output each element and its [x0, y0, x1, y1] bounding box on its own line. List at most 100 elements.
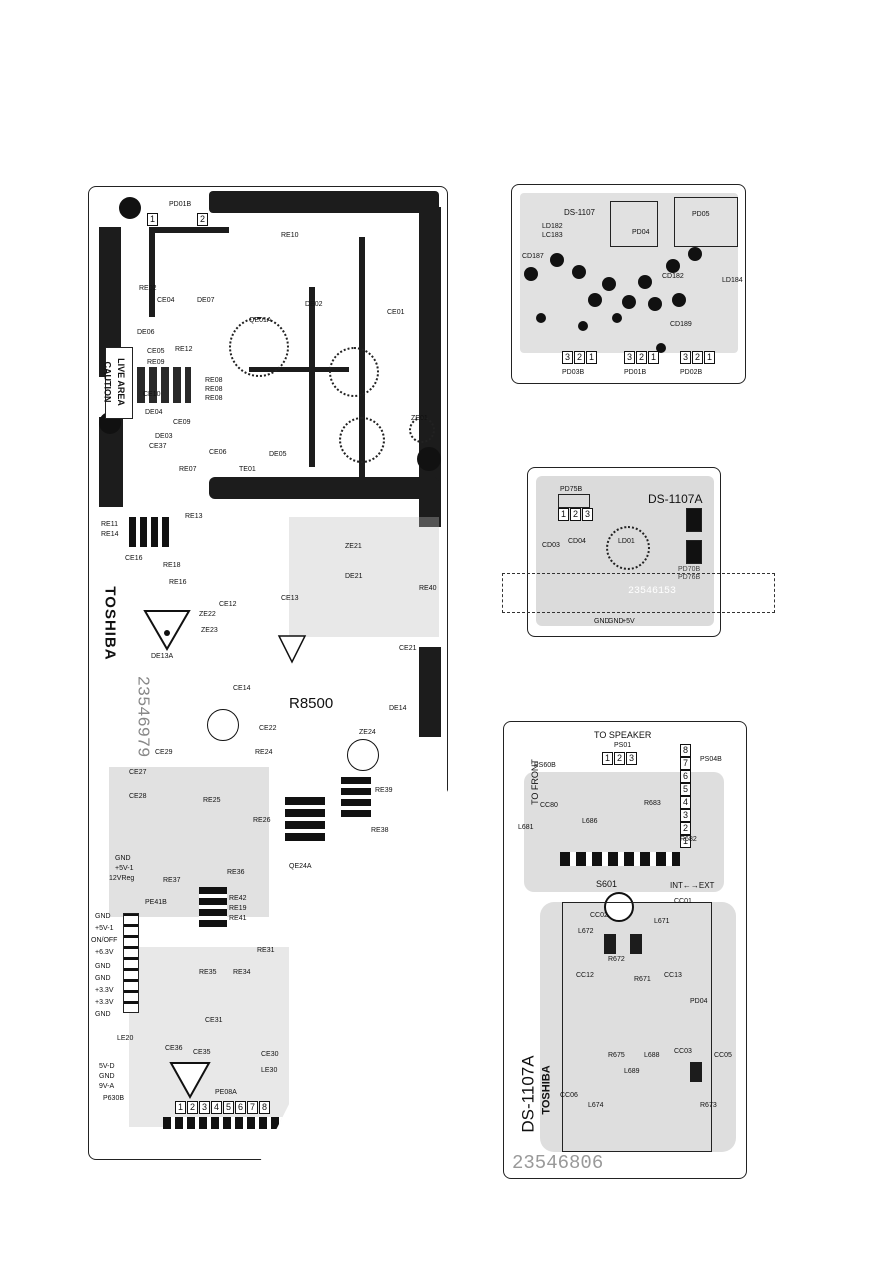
- ps04b-pin-3: 3: [680, 809, 691, 822]
- bottom-pad-row: [163, 1117, 283, 1129]
- pd75b-connector: [558, 494, 590, 508]
- label-re12: RE12: [175, 346, 193, 353]
- label-l674: L674: [588, 1102, 604, 1109]
- ps04b-pin-4: 4: [680, 796, 691, 809]
- label-ze23: ZE23: [201, 627, 218, 634]
- label-re25: RE25: [203, 797, 221, 804]
- left-label-8: GND: [95, 1011, 111, 1018]
- capacitor-ce22: [207, 709, 239, 741]
- pd02b-pin-3: 3: [680, 351, 691, 364]
- label-re37: RE37: [163, 877, 181, 884]
- label-ce28: CE28: [129, 793, 147, 800]
- ds1107-via-13: [578, 321, 588, 331]
- label-re42: RE42: [229, 895, 247, 902]
- label-ce37: CE37: [149, 443, 167, 450]
- label-ce36: CE36: [165, 1045, 183, 1052]
- bottom-label-gnd-2: GND: [608, 618, 624, 625]
- pad-cluster-qe24a: [285, 797, 325, 841]
- label-re08b: RE08: [205, 386, 223, 393]
- pd70b-box: [686, 508, 702, 532]
- label-pd75b: PD75B: [560, 486, 583, 493]
- ps04b-pin-6: 6: [680, 770, 691, 783]
- pd03b-pin-3: 3: [562, 351, 573, 364]
- label-re34: RE34: [233, 969, 251, 976]
- transformer-ring-1: [229, 317, 289, 377]
- label-ce22: CE22: [259, 725, 277, 732]
- label-re11: RE11: [101, 521, 118, 528]
- label-ds1107-pd05: PD05: [692, 211, 710, 218]
- label-pd03b: PD03B: [562, 369, 585, 376]
- label-re26: RE26: [253, 817, 271, 824]
- ps04b-pin-2: 2: [680, 822, 691, 835]
- ps01-pin-3: 3: [626, 752, 637, 765]
- capacitor-ze24: [347, 739, 379, 771]
- label-pd76b: PD76B: [678, 574, 701, 581]
- bottom-label-gnd-1: GND: [594, 618, 610, 625]
- ds1107-via-5: [602, 277, 616, 291]
- label-ps60b: PS60B: [534, 762, 556, 769]
- left-label-0: GND: [95, 913, 111, 920]
- pd02b-pin-1: 1: [704, 351, 715, 364]
- label-to-speaker: TO SPEAKER: [594, 730, 652, 740]
- label-ce21: CE21: [399, 645, 417, 652]
- label-re16: RE16: [169, 579, 187, 586]
- trace-inner-4: [249, 367, 349, 372]
- speaker-pad-2: [630, 934, 642, 954]
- label-ds1107-cd189: CD189: [670, 321, 692, 328]
- label-ze21: ZE21: [345, 543, 362, 550]
- label-ce27: CE27: [129, 769, 147, 776]
- label-ce16: CE16: [125, 555, 143, 562]
- copper-area-lower: [109, 767, 269, 917]
- speaker-pad-1: [604, 934, 616, 954]
- label-re36: RE36: [227, 869, 245, 876]
- ds1107-copper: [520, 193, 738, 353]
- left-label-6: +3.3V: [95, 987, 114, 994]
- top-label-2: 12VReg: [109, 875, 135, 882]
- bottom-pin-8: 8: [259, 1101, 270, 1114]
- label-re19: RE19: [229, 905, 247, 912]
- trace-bottom-hv: [209, 477, 439, 499]
- label-te01: TE01: [239, 466, 256, 473]
- label-pe41b: PE41B: [145, 899, 167, 906]
- speaker-serial: 23546806: [512, 1152, 604, 1174]
- label-re18: RE18: [163, 562, 181, 569]
- label-ds1107-lc183: LC183: [542, 232, 563, 239]
- ds1107-via-7: [638, 275, 652, 289]
- label-re08a: RE08: [205, 377, 223, 384]
- bottom-pin-3: 3: [199, 1101, 210, 1114]
- label-int-ext: INT←→EXT: [670, 881, 715, 890]
- pd75b-pin-1: 1: [558, 508, 569, 521]
- live-area-text: LIVE AREA: [115, 358, 126, 406]
- label-re24: RE24: [255, 749, 273, 756]
- label-s601: S601: [596, 879, 618, 889]
- label-ps04b: PS04B: [700, 756, 722, 763]
- bottom-pin-4: 4: [211, 1101, 222, 1114]
- label-r682: R682: [680, 836, 697, 843]
- pd75b-pin-3: 3: [582, 508, 593, 521]
- label-re13: RE13: [185, 513, 203, 520]
- trace-inner-1: [149, 227, 155, 317]
- trace-left-top: [99, 227, 121, 377]
- top-label-1: +5V-1: [115, 865, 134, 872]
- ds1107-via-4: [588, 293, 602, 307]
- pad-cluster-re11: [129, 517, 169, 547]
- label-re10: RE10: [281, 232, 299, 239]
- ds1107-board: DS-1107 PD04 PD05 LD182 LC183 CD187 CD18…: [511, 184, 746, 384]
- label-r672: R672: [608, 956, 625, 963]
- left-label-7: +3.3V: [95, 999, 114, 1006]
- label-cc01: CC01: [674, 898, 692, 905]
- pd75b-pin-2: 2: [570, 508, 581, 521]
- side-pin-label-2: 9V-A: [99, 1083, 115, 1090]
- mount-hole-right: [417, 447, 441, 471]
- label-cd04: CD04: [568, 538, 586, 545]
- pd01b-pin-3: 3: [624, 351, 635, 364]
- label-ce30: CE30: [261, 1051, 279, 1058]
- trace-right-lower: [419, 647, 441, 737]
- bottom-pin-2: 2: [187, 1101, 198, 1114]
- label-cc13: CC13: [664, 972, 682, 979]
- label-ce01: CE01: [387, 309, 405, 316]
- label-ce29: CE29: [155, 749, 173, 756]
- mount-hole-top-left: [119, 197, 141, 219]
- label-l689: L689: [624, 1068, 640, 1075]
- label-qe01a: QE01A: [249, 317, 272, 324]
